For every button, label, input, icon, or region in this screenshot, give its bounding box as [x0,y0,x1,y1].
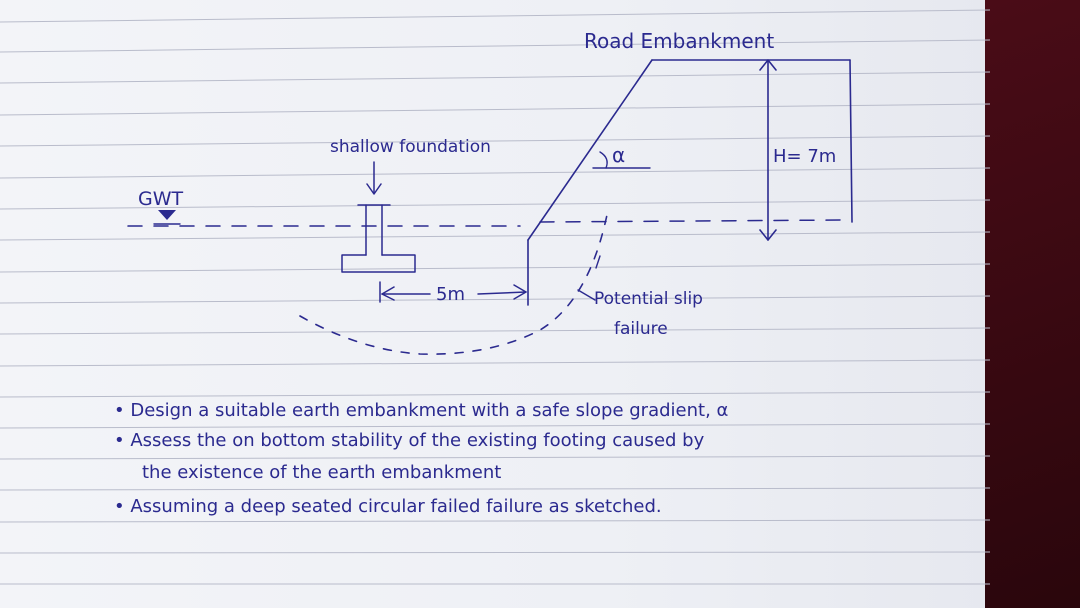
slip-label-line1: Potential slip [594,289,703,309]
slip-pointer-marks [577,255,601,301]
note-line-4: • Assuming a deep seated circular failed… [114,496,662,517]
gwt-label: GWT [138,188,184,210]
angle-label: α [612,143,625,167]
height-dimension [759,59,777,241]
road-embankment-outline [527,59,853,306]
note-line-3: the existence of the earth embankment [142,462,501,483]
notebook-paper [0,0,1000,608]
note-line-1: • Design a suitable earth embankment wit… [114,400,728,421]
potential-slip-surface-arc [299,209,609,355]
distance-dimension [379,281,527,303]
shallow-foundation-footing [341,204,416,273]
diagram-title: Road Embankment [584,29,774,53]
slip-label-line2: failure [614,319,668,339]
note-line-2: • Assess the on bottom stability of the … [114,430,705,451]
foundation-label: shallow foundation [330,137,491,157]
height-label: H= 7m [773,146,836,167]
distance-label: 5m [436,284,465,305]
foundation-pointer-arrow [366,161,382,195]
ground-water-table-line [127,219,849,227]
background-surface [985,0,1080,608]
ruled-lines [0,9,991,585]
water-table-triangle-icon [158,210,176,220]
slope-angle-arc [599,151,608,169]
